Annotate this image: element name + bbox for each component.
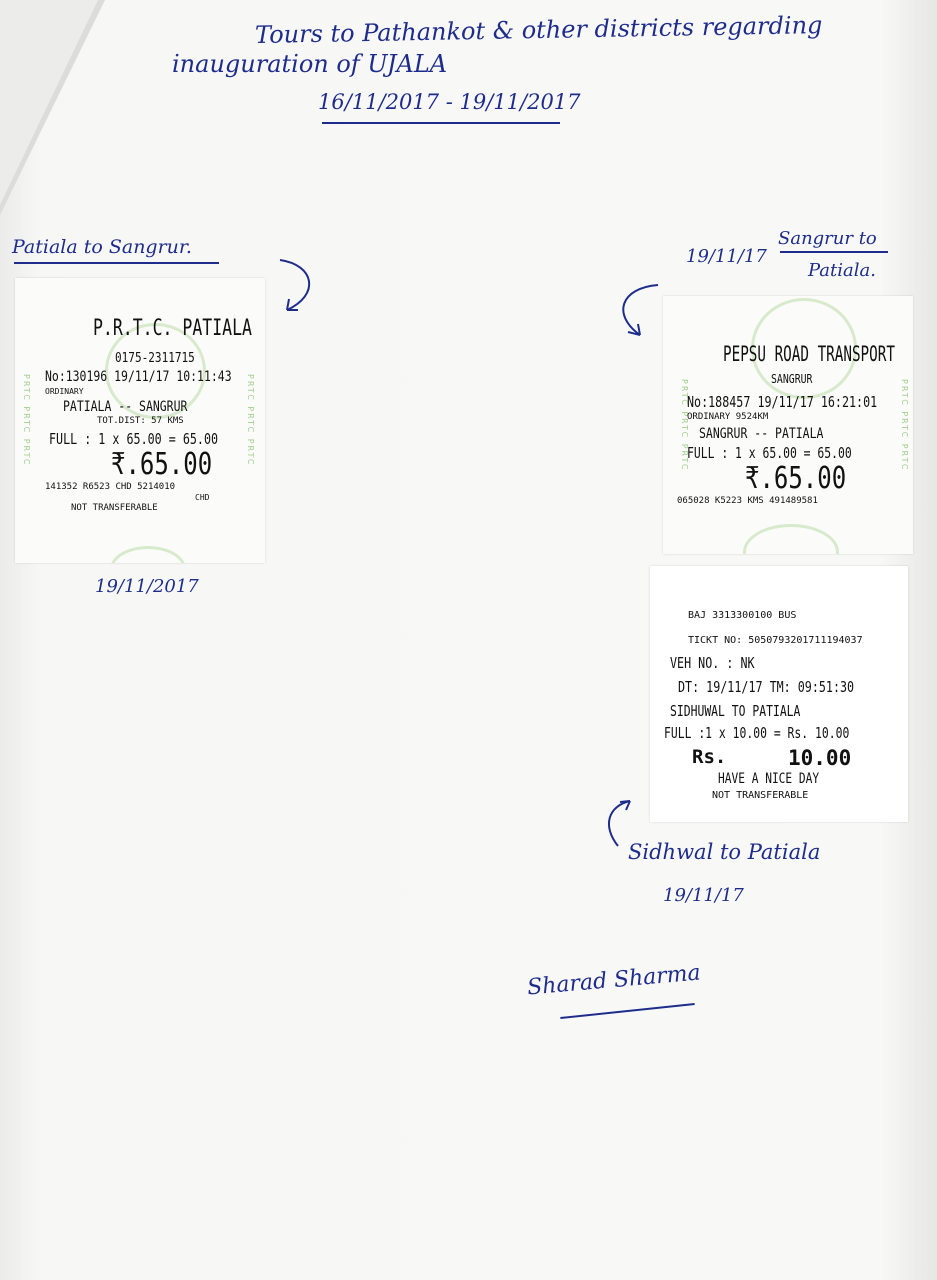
ticket-prtc-patiala: PRTC PRTC PRTC PRTC PRTC PRTC P.R.T.C. P… — [15, 278, 265, 563]
ticket2-number: No:188457 19/11/17 16:21:01 — [687, 393, 878, 411]
ticket2-side-right: PRTC PRTC PRTC — [900, 378, 909, 472]
ticket3-greeting: HAVE A NICE DAY — [718, 771, 820, 787]
ticket3-footer: NOT TRANSFERABLE — [712, 790, 809, 801]
ticket2-seal-bottom — [743, 524, 839, 554]
signature-underline — [560, 1002, 695, 1020]
left-ticket-title: Patiala to Sangrur. — [12, 236, 192, 258]
left-title-underline — [14, 262, 219, 264]
ticket-pepsu-sangrur: PRTC PRTC PRTC PRTC PRTC PRTC PEPSU ROAD… — [663, 296, 913, 554]
ticket2-amount: ₹.65.00 — [745, 461, 847, 496]
ticket2-route: SANGRUR -- PATIALA — [699, 426, 824, 442]
ticket1-number: No:130196 19/11/17 10:11:43 — [45, 369, 232, 385]
header-line-1: Tours to Pathankot & other districts reg… — [254, 11, 823, 49]
header-dates: 16/11/2017 - 19/11/2017 — [318, 90, 581, 114]
ticket1-amount: ₹.65.00 — [111, 447, 213, 482]
ticket2-fare: FULL : 1 x 65.00 = 65.00 — [687, 444, 852, 462]
ticket2-depot: SANGRUR — [771, 372, 813, 386]
ticket1-seal — [105, 323, 206, 419]
ticket2-codes: 065028 K5223 KMS 491489581 — [677, 496, 818, 506]
ticket1-side-right: PRTC PRTC PRTC — [246, 374, 255, 467]
signature: Sharad Sharma — [526, 960, 702, 1001]
right-ticket-title-2: Patiala. — [808, 260, 876, 281]
ticket1-seal-bottom — [110, 546, 186, 563]
right-title-underline — [780, 251, 888, 253]
ticket1-codes-2: CHD — [195, 493, 210, 502]
ticket1-side-left: PRTC PRTC PRTC — [22, 374, 31, 467]
left-ticket-date: 19/11/2017 — [95, 576, 199, 597]
right-ticket-title-1: Sangrur to — [778, 228, 877, 249]
ticket3-datetime: DT: 19/11/17 TM: 09:51:30 — [678, 678, 855, 696]
ticket1-phone: 0175-2311715 — [115, 351, 195, 366]
ticket3-ticket-number: TICKT NO: 5050793201711194037 — [688, 635, 863, 646]
bottom-ticket-title: Sidhwal to Patiala — [628, 840, 821, 864]
ticket1-type: ORDINARY — [45, 387, 84, 396]
ticket1-route: PATIALA -- SANGRUR — [63, 399, 188, 415]
ticket3-amount-label: Rs. — [692, 746, 727, 768]
ticket1-footer: NOT TRANSFERABLE — [71, 503, 158, 513]
ticket1-distance: TOT.DIST: 57 KMS — [97, 416, 184, 426]
ticket1-fare: FULL : 1 x 65.00 = 65.00 — [49, 430, 219, 448]
right-ticket-date: 19/11/17 — [686, 246, 767, 267]
ticket1-brand: P.R.T.C. PATIALA — [93, 316, 252, 341]
ticket2-side-left: PRTC PRTC PRTC — [680, 378, 689, 472]
ticket3-route: SIDHUWAL TO PATIALA — [670, 702, 801, 720]
ticket2-seal — [751, 298, 857, 399]
ticket3-top: BAJ 3313300100 BUS — [688, 610, 797, 621]
header-line-2: inauguration of UJALA — [172, 50, 448, 78]
ticket-sidhuwal-bus: BAJ 3313300100 BUS TICKT NO: 50507932017… — [650, 566, 908, 822]
ticket3-amount: 10.00 — [788, 746, 852, 770]
ticket2-brand: PEPSU ROAD TRANSPORT — [723, 342, 895, 366]
header-dates-underline — [322, 122, 560, 124]
paper-fold-inner — [0, 0, 98, 205]
ticket3-vehicle: VEH NO. : NK — [670, 654, 755, 672]
ticket1-codes: 141352 R6523 CHD 5214010 — [45, 482, 176, 492]
ticket3-fare: FULL :1 x 10.00 = Rs. 10.00 — [664, 724, 850, 742]
bottom-ticket-date: 19/11/17 — [663, 885, 744, 906]
ticket2-type: ORDINARY 9524KM — [687, 412, 769, 422]
